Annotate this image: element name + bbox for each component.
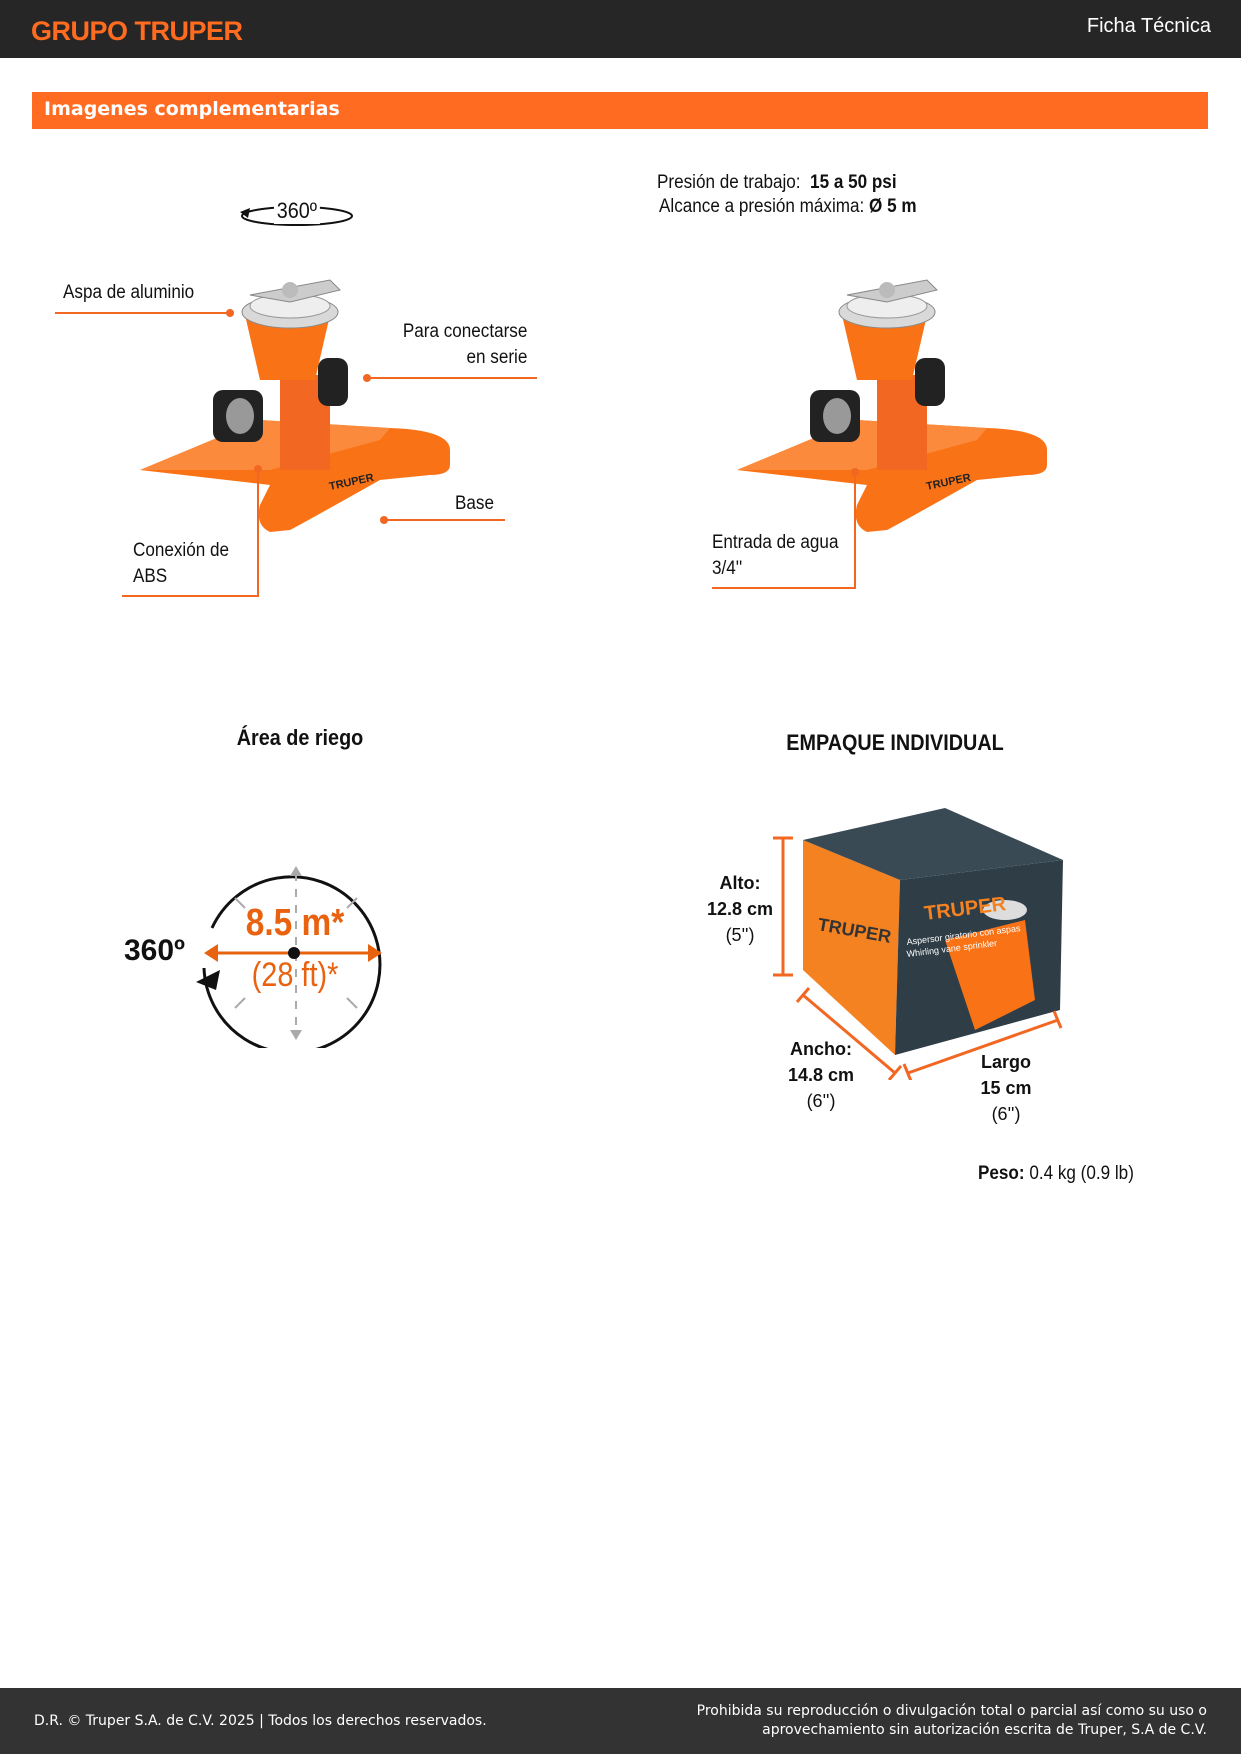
callout-dot [380,516,388,524]
callout-line [854,472,856,589]
reach-spec: Alcance a presión máxima: Ø 5 m [659,196,917,217]
callout-dot [254,465,262,473]
section-header: Imagenes complementarias [32,92,1208,129]
rotation-label: 360º [274,198,320,224]
callout-line [257,468,259,597]
brand-logo: GRUPO TRUPER [31,16,243,46]
callout-line [712,587,856,589]
footer-legal: Prohibida su reproducción o divulgación … [696,1703,1207,1738]
sprinkler-image: TRUPER [737,279,1047,532]
callout-line [122,595,259,597]
diameter-meters: 8.5 m* [245,902,345,944]
header-bar [0,0,1241,58]
callout-dot [226,309,234,317]
area-rotation: 360º [124,934,186,967]
ancho-dimension: Ancho:14.8 cm(6'') [787,1039,855,1111]
callout-dot [363,374,371,382]
sprinkler-image: TRUPER [140,279,450,532]
footer-bar [0,1688,1241,1754]
package-title: EMPAQUE INDIVIDUAL [786,730,1004,755]
callout-line [367,377,537,379]
label-base: Base [455,493,494,514]
callout-line [383,519,505,521]
irrigation-area-diagram [196,866,382,1048]
alto-dimension: Alto:12.8 cm(5'') [706,873,774,945]
footer-copyright: D.R. © Truper S.A. de C.V. 2025 | Todos … [34,1713,487,1729]
area-title: Área de riego [236,725,364,750]
document-title: Ficha Técnica [1086,15,1211,37]
callout-dot [851,468,859,476]
callout-line [55,312,230,314]
diameter-feet: (28 ft)* [251,956,339,994]
package-weight: Peso: 0.4 kg (0.9 lb) [978,1163,1134,1184]
package-box-image: TRUPER Aspersor giratorio con aspas Whir… [803,808,1063,1055]
dimension-lines [773,836,1063,1080]
pressure-spec: Presión de trabajo: 15 a 50 psi [657,172,897,193]
label-aspa: Aspa de aluminio [63,282,195,303]
